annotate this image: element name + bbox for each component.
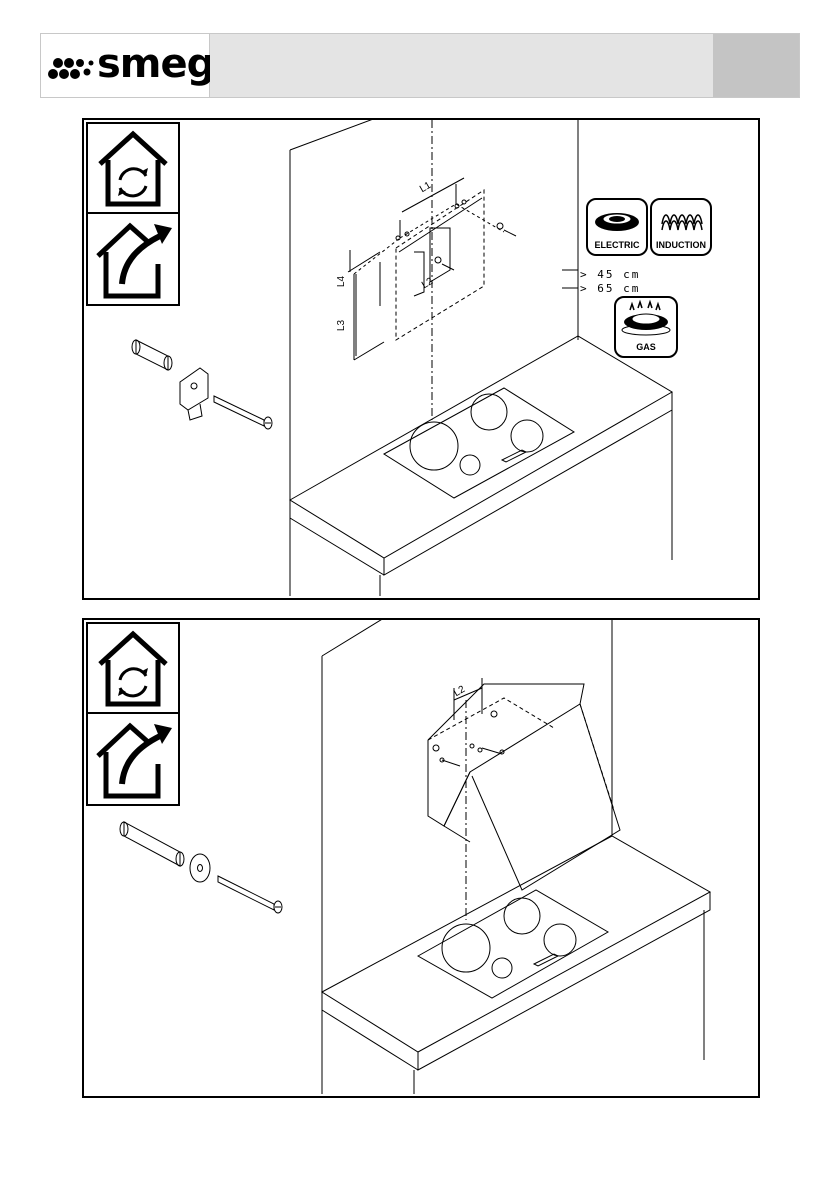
page-header: smeg — [40, 33, 800, 98]
figure-bottom: L2 — [82, 618, 760, 1098]
header-block — [713, 34, 799, 97]
distance-electric-induction: > 45 cm — [580, 268, 640, 281]
gas-burner-icon — [616, 298, 676, 340]
gas-hob-badge: GAS — [614, 296, 678, 358]
figure-top: L1 L2 L3 L4 ELECTRIC INDUCTION > 45 cm >… — [82, 118, 760, 600]
electric-hob-badge: ELECTRIC — [586, 198, 648, 256]
gas-label: GAS — [616, 342, 676, 352]
induction-label: INDUCTION — [652, 240, 710, 250]
brand-logo: smeg — [41, 34, 210, 97]
electric-label: ELECTRIC — [588, 240, 646, 250]
dimension-l3: L3 — [336, 320, 347, 331]
electric-hob-icon — [588, 200, 646, 240]
induction-hob-badge: INDUCTION — [650, 198, 712, 256]
logo-dots-icon — [47, 52, 97, 82]
dimension-l4: L4 — [336, 276, 347, 287]
installation-drawing-bottom — [84, 620, 758, 1096]
header-band — [210, 34, 713, 97]
brand-name: smeg — [97, 38, 214, 90]
induction-coil-icon — [652, 200, 710, 240]
distance-gas: > 65 cm — [580, 282, 640, 295]
